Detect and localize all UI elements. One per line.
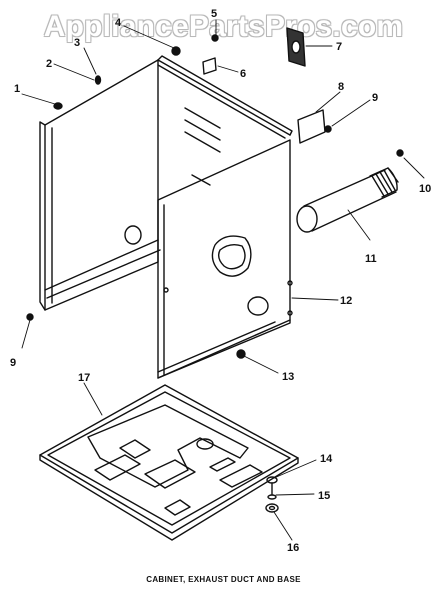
callout-5: 5: [211, 8, 217, 20]
top-bracket: [202, 57, 217, 75]
fasteners: [26, 34, 404, 359]
callout-2: 2: [46, 58, 52, 70]
callout-9-bottom: 9: [10, 357, 16, 369]
callout-17: 17: [78, 372, 90, 384]
callout-4: 4: [115, 17, 122, 29]
callout-11: 11: [365, 253, 377, 265]
callout-13: 13: [282, 371, 294, 383]
watermark: AppliancePartsPros.com: [43, 10, 404, 43]
callout-16: 16: [287, 542, 299, 554]
diagram-caption: CABINET, EXHAUST DUCT AND BASE: [146, 575, 301, 584]
cabinet-left-panel: [39, 59, 161, 311]
callout-labels: 1 2 3 4 5 6 7 8 9 9 10 11 12 13 14 15 16…: [10, 8, 431, 554]
exhaust-cover-plate: [297, 109, 326, 144]
callout-1: 1: [14, 83, 20, 95]
callout-7: 7: [336, 41, 342, 53]
leveling-legs: [265, 476, 279, 513]
callout-9-top: 9: [372, 92, 378, 104]
callout-3: 3: [74, 37, 80, 49]
exhaust-duct: [296, 167, 399, 233]
cabinet-top-frame: [157, 55, 293, 186]
vent-bracket: [286, 27, 306, 67]
base-pan: [39, 384, 299, 541]
leader-lines: [21, 19, 425, 541]
callout-12: 12: [340, 295, 352, 307]
callout-14: 14: [320, 453, 333, 465]
callout-8: 8: [338, 81, 344, 93]
cabinet-right-panel: [157, 139, 293, 379]
callout-6: 6: [240, 68, 246, 80]
callout-10: 10: [419, 183, 431, 195]
callout-15: 15: [318, 490, 330, 502]
